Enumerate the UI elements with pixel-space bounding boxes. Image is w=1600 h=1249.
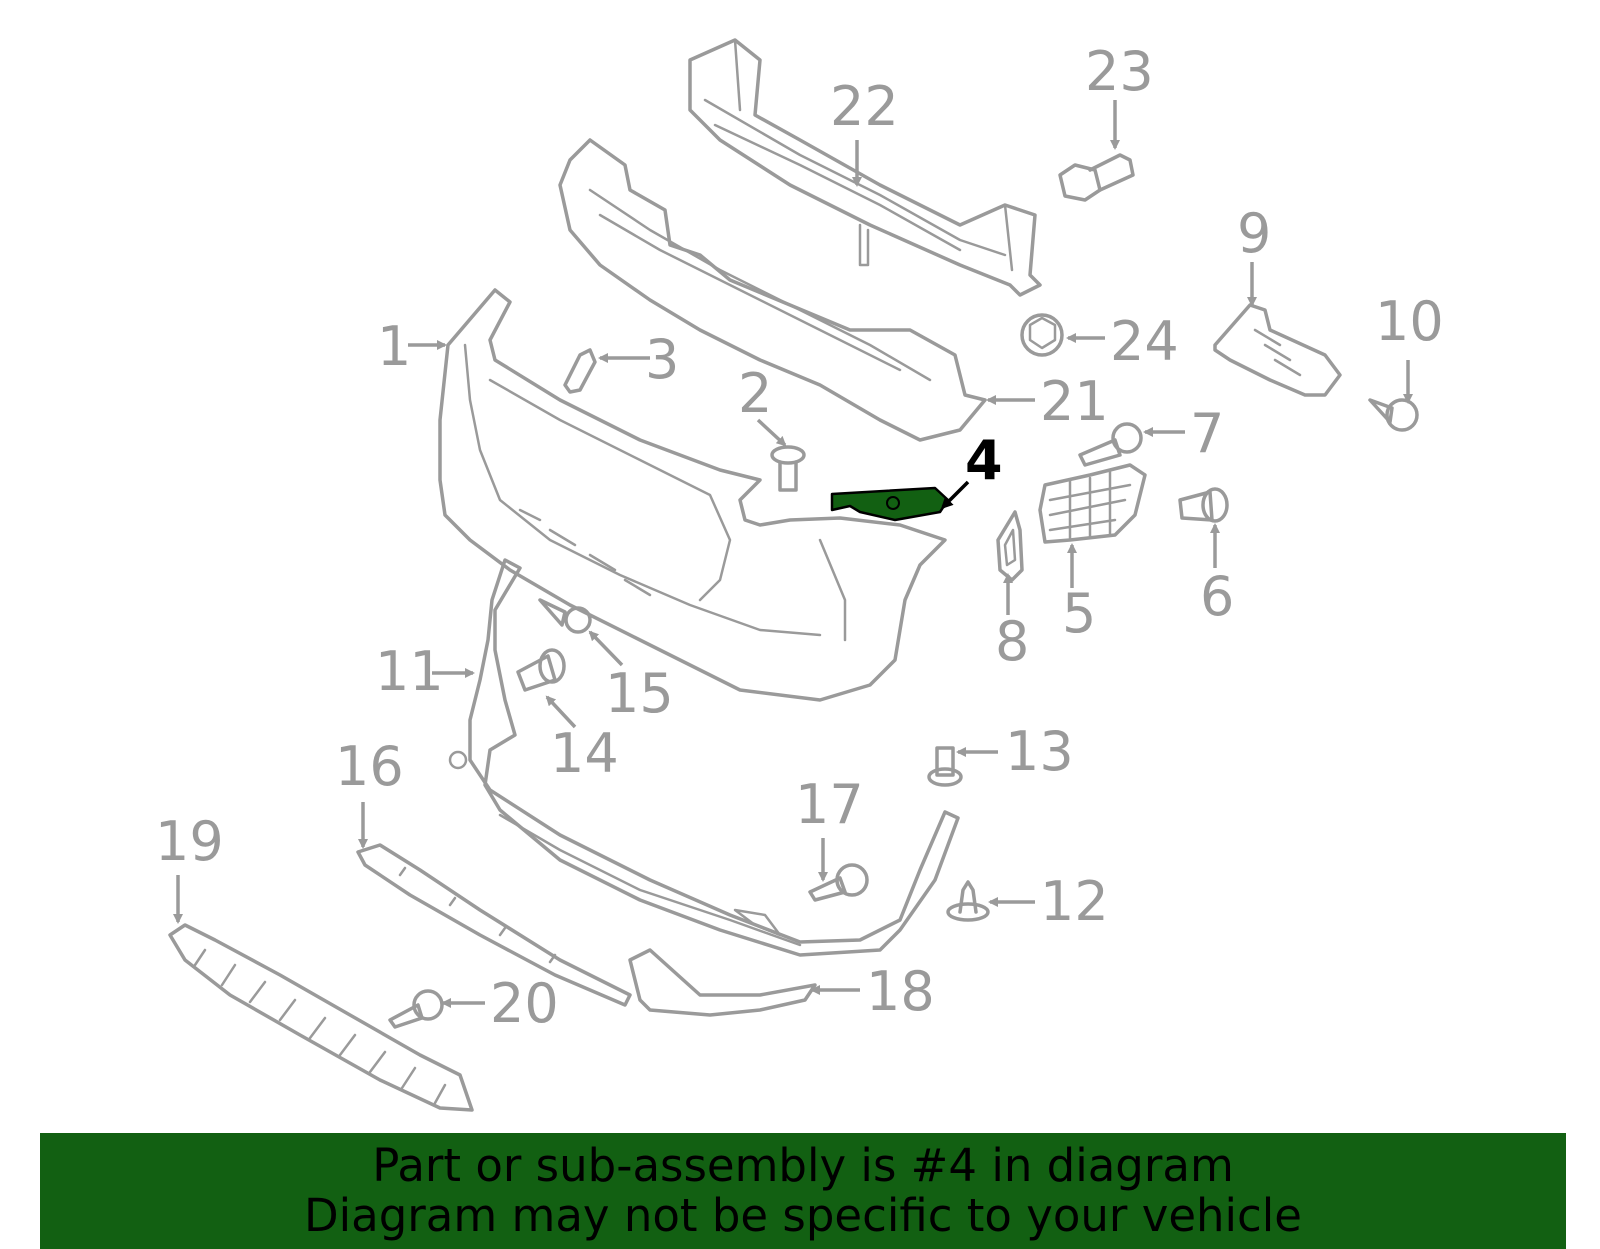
part-19-skid-plate: [168, 923, 474, 1112]
part-15-push-pin: [538, 598, 592, 634]
part-23-bolt: [1058, 153, 1135, 202]
part-3-clip: [563, 348, 597, 394]
part-6-clip: [1178, 487, 1229, 523]
part-10-screw: [1368, 398, 1419, 432]
callout-1: 1: [377, 315, 411, 378]
callout-8: 8: [995, 610, 1029, 673]
callout-6: 6: [1200, 565, 1234, 628]
callout-17: 17: [795, 773, 864, 836]
banner-line-part: Part or sub-assembly is #4 in diagram: [372, 1139, 1234, 1192]
callout-12: 12: [1040, 870, 1109, 933]
part-12-clip: [946, 880, 990, 922]
part-5-grille-insert: [1038, 463, 1147, 544]
callout-10: 10: [1375, 290, 1444, 353]
callout-14: 14: [550, 722, 619, 785]
info-banner: Part or sub-assembly is #4 in diagram Di…: [40, 1133, 1566, 1249]
leader-arrows: [173, 100, 1413, 1008]
part-24-nut: [1020, 313, 1064, 357]
callout-3: 3: [645, 328, 679, 391]
part-14-grommet: [516, 648, 566, 692]
part-9-bracket: [1213, 303, 1342, 397]
part-7-screw: [1078, 422, 1143, 467]
callout-20: 20: [490, 972, 559, 1035]
callout-23: 23: [1085, 40, 1154, 103]
callout-9: 9: [1237, 202, 1271, 265]
callout-19: 19: [155, 810, 224, 873]
part-1-bumper-cover: [438, 288, 947, 702]
callout-15: 15: [605, 662, 674, 725]
part-13-clip: [927, 746, 963, 787]
part-8-reflector: [996, 510, 1024, 582]
part-17-screw: [808, 863, 869, 902]
callout-11: 11: [375, 640, 444, 703]
part-11-lower-valance: [448, 558, 960, 957]
part-4-highlighted-bracket: [830, 486, 950, 522]
part-20-screw: [388, 989, 444, 1029]
callout-16: 16: [335, 735, 404, 798]
callout-4: 4: [965, 429, 1003, 492]
callout-18: 18: [866, 960, 935, 1023]
part-21-energy-absorber: [558, 138, 987, 442]
callout-24: 24: [1110, 310, 1179, 373]
part-16-trim-strip: [356, 843, 632, 1007]
callout-13: 13: [1005, 720, 1074, 783]
banner-line-disclaimer: Diagram may not be specific to your vehi…: [304, 1189, 1302, 1242]
callout-21: 21: [1040, 370, 1109, 433]
callout-7: 7: [1190, 402, 1224, 465]
part-18-lower-trim: [628, 948, 817, 1017]
callout-22: 22: [830, 75, 899, 138]
callout-5: 5: [1062, 582, 1096, 645]
part-22-reinforcement-bar: [688, 38, 1042, 297]
callout-labels: 1 2 3 4 5 6 7 8 9 10 11 12 13 14 15 16 1…: [155, 40, 1444, 1035]
callout-2: 2: [738, 362, 772, 425]
part-2-clip: [770, 445, 806, 492]
